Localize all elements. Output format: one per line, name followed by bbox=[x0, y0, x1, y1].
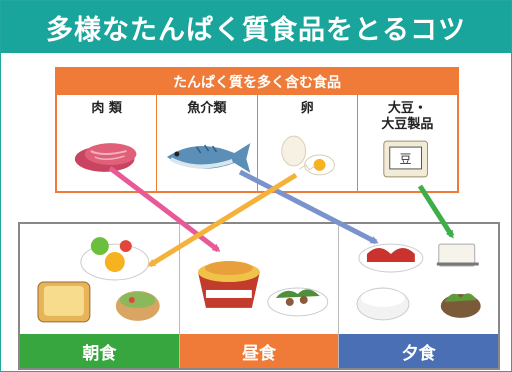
lunch-illustration bbox=[197, 261, 328, 317]
protein-foods-panel: たんぱく質を多く含む食品 肉 類 魚介類 卵 bbox=[55, 67, 459, 193]
egg-icon bbox=[280, 135, 335, 176]
meal-lunch: 昼食 bbox=[179, 224, 340, 368]
food-column-soy: 大豆・ 大豆製品 豆 bbox=[358, 95, 457, 191]
natto-icon: 豆 bbox=[383, 140, 428, 178]
meat-icon bbox=[74, 143, 137, 172]
breakfast-illustration bbox=[37, 237, 160, 323]
food-label-meat: 肉 類 bbox=[91, 101, 122, 116]
food-column-meat: 肉 類 bbox=[57, 95, 158, 191]
protein-foods-header: たんぱく質を多く含む食品 bbox=[57, 69, 457, 95]
food-column-egg: 卵 bbox=[258, 95, 358, 191]
meal-label-lunch: 昼食 bbox=[179, 334, 339, 368]
meals-panel: 朝食 昼食 夕食 bbox=[18, 222, 500, 370]
meal-breakfast: 朝食 bbox=[20, 224, 180, 368]
food-label-soy: 大豆・ 大豆製品 bbox=[381, 101, 434, 132]
meal-label-dinner: 夕食 bbox=[339, 334, 499, 368]
food-column-fish: 魚介類 bbox=[157, 95, 258, 191]
meal-label-breakfast: 朝食 bbox=[20, 334, 179, 368]
dinner-illustration bbox=[356, 243, 482, 321]
food-label-egg: 卵 bbox=[300, 101, 314, 116]
fish-icon bbox=[167, 143, 251, 173]
meal-dinner: 夕食 bbox=[339, 224, 499, 368]
food-label-fish: 魚介類 bbox=[187, 101, 227, 116]
svg-text:豆: 豆 bbox=[399, 152, 411, 166]
page-title: 多様なたんぱく質食品をとるコツ bbox=[1, 1, 511, 53]
